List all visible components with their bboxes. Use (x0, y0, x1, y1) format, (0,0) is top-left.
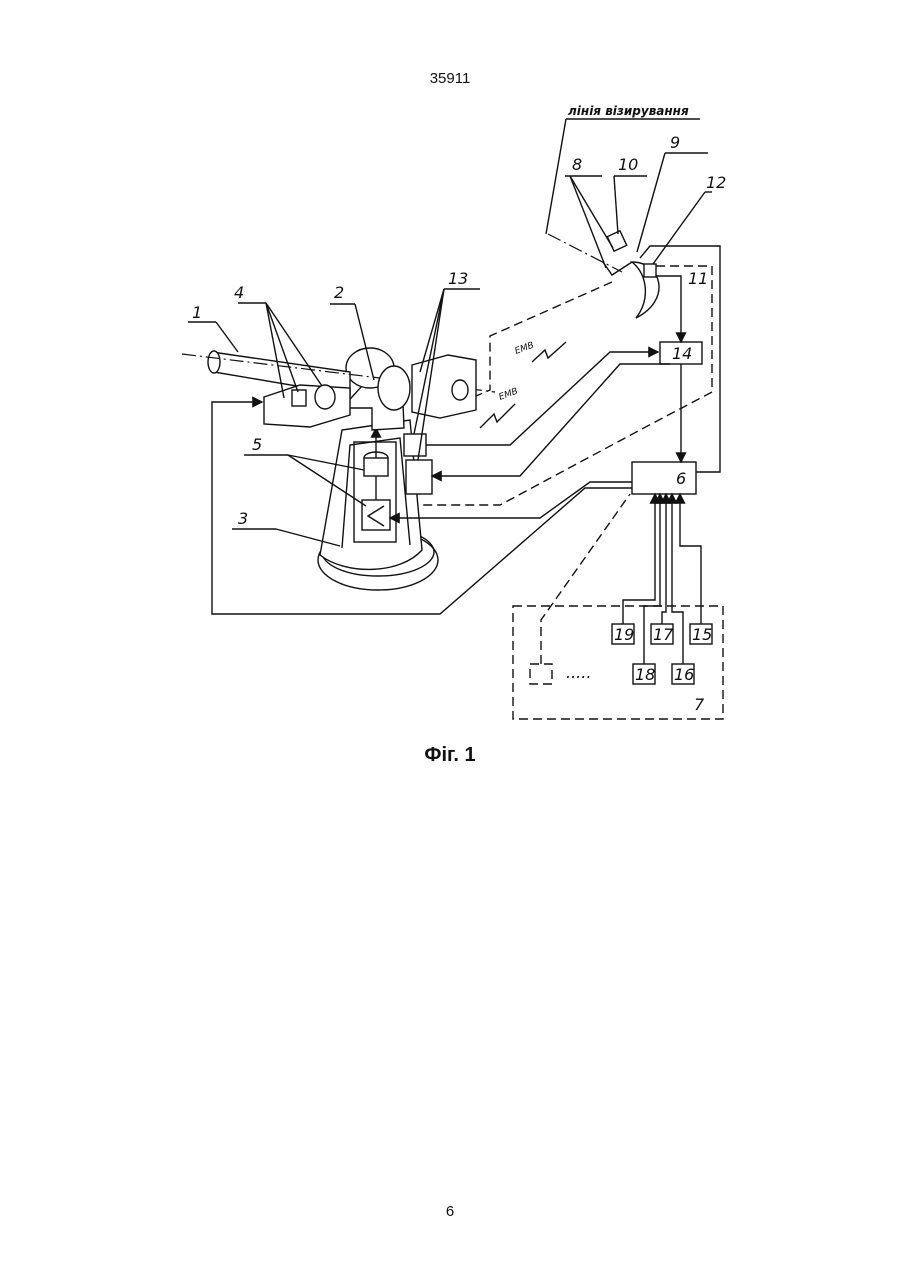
block-6 (632, 462, 696, 494)
label-13: 13 (448, 269, 468, 288)
label-3: 3 (238, 509, 248, 528)
label-7: 7 (694, 695, 705, 714)
line-15-to-6 (680, 494, 701, 624)
label-5: 5 (252, 435, 262, 454)
right-cylinder (378, 366, 410, 410)
label-1: 1 (192, 303, 202, 322)
dots-ellipsis: ..... (566, 663, 591, 682)
drive-box (362, 500, 390, 530)
block-13-lower1 (404, 434, 426, 456)
label-8: 8 (572, 155, 582, 174)
dashed-sight-link (476, 282, 612, 396)
block-4 (264, 385, 350, 427)
sight-line-leader-slant (546, 119, 566, 234)
leader-8b (570, 176, 613, 248)
label-15: 15 (692, 625, 712, 644)
label-17: 17 (653, 625, 674, 644)
label-10: 10 (618, 155, 638, 174)
line-19-to-6 (623, 494, 655, 624)
label-12: 12 (706, 173, 726, 192)
emv-label-2: ЕМВ (498, 387, 520, 403)
block-spare (530, 664, 552, 684)
motor-cyl (364, 458, 388, 476)
line-12-to-14 (656, 276, 681, 342)
label-18: 18 (635, 665, 655, 684)
emv-wave-1 (532, 342, 566, 362)
leader-9b (637, 153, 665, 252)
leader-8c (570, 176, 606, 268)
block-4-lens (315, 385, 335, 409)
emv-label-1: ЕМВ (514, 341, 536, 357)
label-16: 16 (674, 665, 694, 684)
leader-1b (216, 322, 238, 352)
emv-wave-2 (480, 404, 515, 428)
sensor-block-12 (644, 264, 656, 277)
block-7-frame (513, 606, 723, 719)
figure-caption: Фіг. 1 (0, 744, 900, 767)
line-17-to-6 (662, 494, 666, 624)
label-2: 2 (334, 283, 344, 302)
label-19: 19 (614, 625, 634, 644)
block-4-sensor (292, 390, 306, 406)
label-4: 4 (234, 283, 244, 302)
sensor-block-10 (607, 231, 626, 251)
label-14: 14 (672, 344, 692, 363)
block-13-lower2 (406, 460, 432, 494)
label-9: 9 (670, 133, 680, 152)
sight-line-label: лінія візирування (568, 104, 689, 118)
page-number: 6 (0, 1203, 900, 1220)
leader-12b (653, 192, 705, 264)
label-11: 11 (688, 269, 708, 288)
leader-10b (614, 176, 618, 234)
label-6: 6 (676, 469, 686, 488)
barrel-end (208, 351, 220, 373)
block-13-lens (452, 380, 468, 400)
